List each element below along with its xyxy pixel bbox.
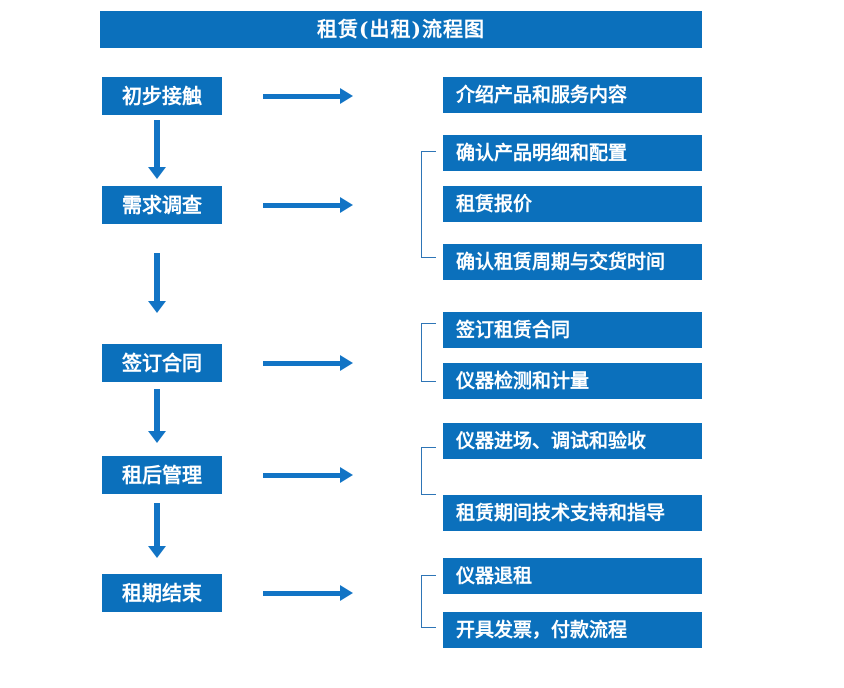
- detail-box-confirm-product-config: 确认产品明细和配置: [443, 135, 702, 171]
- arrow-right-icon-1: [263, 88, 353, 104]
- arrow-down-icon-3: [148, 389, 166, 443]
- detail-box-sign-rental-contract: 签订租赁合同: [443, 312, 702, 348]
- flowchart-title: 租赁(出租)流程图: [100, 11, 702, 48]
- detail-box-rental-quote: 租赁报价: [443, 186, 702, 222]
- detail-box-instrument-return: 仪器退租: [443, 558, 702, 594]
- detail-box-technical-support: 租赁期间技术支持和指导: [443, 495, 702, 531]
- arrow-right-icon-3: [263, 355, 353, 371]
- detail-box-instrument-testing: 仪器检测和计量: [443, 363, 702, 399]
- arrow-right-icon-5: [263, 585, 353, 601]
- stage-box-demand-survey: 需求调查: [102, 186, 222, 224]
- arrow-right-icon-4: [263, 467, 353, 483]
- stage-box-initial-contact: 初步接触: [102, 77, 222, 115]
- arrow-down-icon-4: [148, 503, 166, 558]
- bracket-group-contract: [421, 323, 436, 382]
- bracket-group-lease-end: [421, 575, 436, 628]
- bracket-group-post-rental: [421, 447, 436, 495]
- detail-box-invoicing-payment: 开具发票，付款流程: [443, 612, 702, 648]
- arrow-down-icon-1: [148, 120, 166, 179]
- stage-box-lease-end: 租期结束: [102, 574, 222, 612]
- stage-box-post-rental-management: 租后管理: [102, 456, 222, 494]
- arrow-right-icon-2: [263, 197, 353, 213]
- stage-box-contract-signing: 签订合同: [102, 344, 222, 382]
- detail-box-instrument-setup: 仪器进场、调试和验收: [443, 423, 702, 459]
- bracket-group-demand-survey: [421, 151, 436, 258]
- detail-box-confirm-rental-period: 确认租赁周期与交货时间: [443, 244, 702, 280]
- detail-box-introduce-products: 介绍产品和服务内容: [443, 77, 702, 113]
- arrow-down-icon-2: [148, 253, 166, 313]
